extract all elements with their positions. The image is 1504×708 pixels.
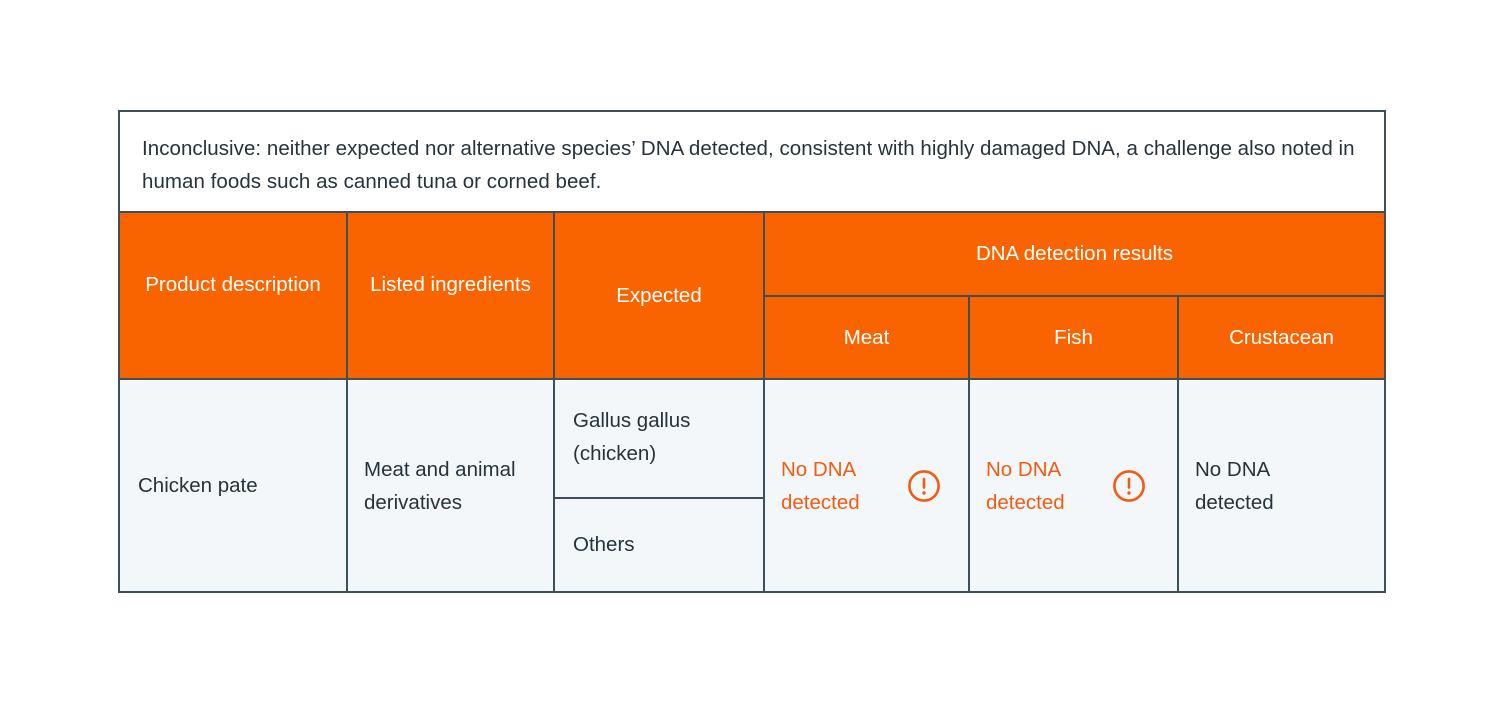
table-row: Chicken pate Meat and animal derivatives…: [120, 380, 1384, 591]
cell-expected-primary: Gallus gallus (chicken): [555, 380, 763, 499]
header-product-description: Product description: [120, 213, 348, 378]
header-listed-ingredients: Listed ingredients: [348, 213, 555, 378]
cell-expected-others: Others: [555, 498, 763, 591]
result-meat-value: No DNA detected: [781, 457, 860, 514]
table-header: Product description Listed ingredients E…: [120, 213, 1384, 380]
header-results-group: DNA detection results Meat Fish Crustace…: [765, 213, 1384, 378]
cell-listed-ingredients: Meat and animal derivatives: [348, 380, 555, 591]
header-fish: Fish: [970, 297, 1179, 378]
cell-product-description: Chicken pate: [120, 380, 348, 591]
header-expected: Expected: [555, 213, 765, 378]
cell-result-fish: No DNA detected: [970, 380, 1179, 591]
table-caption-row: Inconclusive: neither expected nor alter…: [120, 112, 1384, 213]
warning-circle-icon: [908, 469, 940, 502]
cell-result-meat: No DNA detected: [765, 380, 970, 591]
header-dna-detection-results: DNA detection results: [765, 213, 1384, 297]
result-fish-value: No DNA detected: [986, 457, 1065, 514]
header-meat: Meat: [765, 297, 970, 378]
header-crustacean: Crustacean: [1179, 297, 1384, 378]
warning-circle-icon: [1113, 469, 1145, 502]
cell-result-crustacean: No DNA detected: [1179, 380, 1384, 591]
dna-detection-table: Inconclusive: neither expected nor alter…: [118, 110, 1386, 593]
cell-expected: Gallus gallus (chicken) Others: [555, 380, 765, 591]
result-crustacean-value: No DNA detected: [1195, 457, 1274, 514]
header-results-subcolumns: Meat Fish Crustacean: [765, 297, 1384, 378]
table-caption-text: Inconclusive: neither expected nor alter…: [142, 137, 1355, 193]
